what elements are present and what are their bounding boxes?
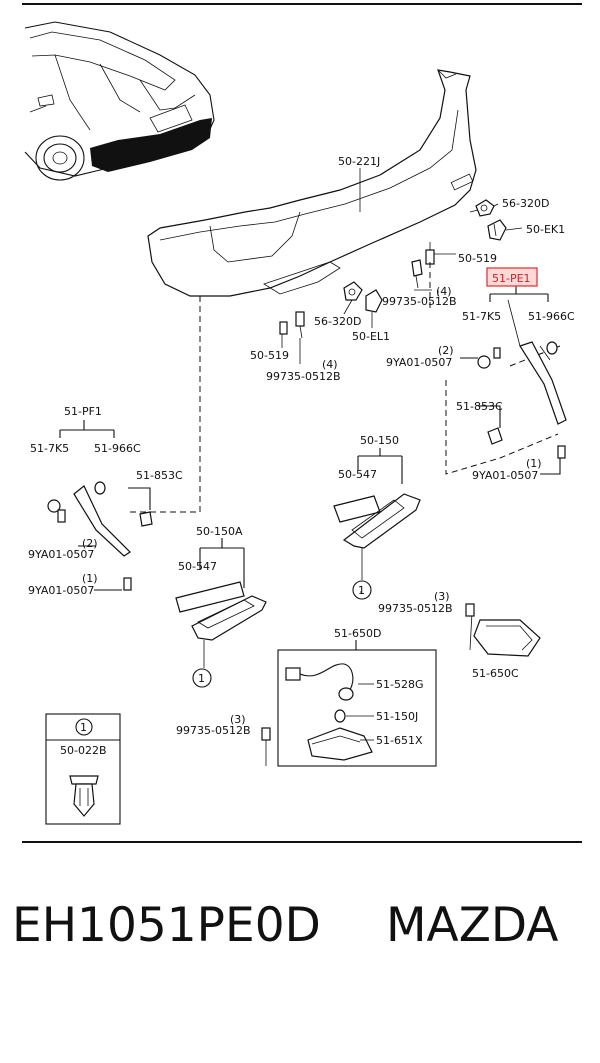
label-bracket-150a: 50-150A — [196, 525, 243, 538]
parts-diagram: 50-221J 56-320D 50-EK1 50-519 51-PE1 51-… — [22, 3, 582, 843]
car-thumbnail — [24, 21, 215, 181]
strip-51-pf1-left — [47, 420, 201, 591]
label-bumper: 50-221J — [338, 155, 380, 168]
bracket-56-320d-left-shape — [343, 281, 363, 301]
label-detail-callout: 1 — [80, 721, 87, 734]
label-screw-7k5-right: 51-7K5 — [462, 310, 501, 323]
label-screw-99735-left: 99735-0512B — [266, 370, 341, 383]
bracket-50-150-group — [333, 448, 421, 600]
leader-lines — [281, 168, 523, 593]
label-left-group: 51-PF1 — [64, 405, 102, 418]
label-screw-99735-lamp-left: 99735-0512B — [176, 724, 251, 737]
label-bolt-9ya-right-lower: 9YA01-0507 — [472, 469, 538, 482]
label-qty-9ya-left-lower: (1) — [82, 572, 98, 585]
bracket-50-150a-group — [175, 538, 267, 688]
clip-50-ek1-shape — [487, 219, 507, 241]
label-clip-right-upper: 50-EK1 — [526, 223, 565, 236]
screw-left-shapes — [279, 311, 305, 339]
label-nut-853c-right: 51-853C — [456, 400, 503, 413]
label-fastener-detail: 50-022B — [60, 744, 107, 757]
label-qty-9ya-left-upper: (2) — [82, 537, 98, 550]
strip-51-pe1-right — [507, 299, 567, 425]
screw-50-519-right-shape — [425, 242, 435, 265]
right-bracket-lines — [460, 286, 561, 475]
highlight-box — [486, 267, 538, 287]
label-qty-9ya-right-upper: (2) — [438, 344, 454, 357]
label-cover-966c-right: 51-966C — [528, 310, 575, 323]
label-harness: 51-528G — [376, 678, 424, 691]
rear-bumper — [147, 69, 477, 297]
label-qty-99735-center: (4) — [436, 285, 452, 298]
fastener-detail-box — [45, 713, 121, 825]
label-callout-right: 1 — [358, 584, 365, 597]
lamp-51-650d-box — [261, 640, 437, 767]
label-screw-left: 50-519 — [250, 349, 289, 362]
label-screw-99735-lamp-right: 99735-0512B — [378, 602, 453, 615]
label-pad-547-right: 50-547 — [338, 468, 377, 481]
label-screw-right: 50-519 — [458, 252, 497, 265]
label-screw-99735-center: 99735-0512B — [382, 295, 457, 308]
label-bracket-150: 50-150 — [360, 434, 399, 447]
label-highlighted-part: 51-PE1 — [492, 272, 531, 285]
caption-brand: MAZDA — [386, 898, 559, 953]
label-callout-left: 1 — [198, 672, 205, 685]
label-bolt-9ya-left-lower: 9YA01-0507 — [28, 584, 94, 597]
lamp-51-650c-shape — [465, 603, 541, 657]
label-bolt-9ya-left-upper: 9YA01-0507 — [28, 548, 94, 561]
caption-part-number: EH1051PE0D — [12, 898, 321, 953]
label-cover-966c-left: 51-966C — [94, 442, 141, 455]
label-lamp-left-assy: 51-650D — [334, 627, 381, 640]
label-pad-547-left: 50-547 — [178, 560, 217, 573]
label-screw-7k5-left: 51-7K5 — [30, 442, 69, 455]
right-small-parts — [477, 341, 566, 459]
label-clip-left-upper: 50-EL1 — [352, 330, 390, 343]
label-nut-853c-left: 51-853C — [136, 469, 183, 482]
bracket-56-320d-right-shape — [469, 199, 495, 217]
label-qty-9ya-right-lower: (1) — [526, 457, 542, 470]
label-lamp-right: 51-650C — [472, 667, 519, 680]
screw-99735-center-shape — [411, 259, 423, 289]
label-qty-99735-left: (4) — [322, 358, 338, 371]
caption: EH1051PE0D MAZDA — [0, 898, 600, 968]
label-qty-99735-lamp-left: (3) — [230, 713, 246, 726]
clip-50-el1-shape — [365, 289, 383, 313]
label-qty-99735-lamp-right: (3) — [434, 590, 450, 603]
label-lamp-left: 51-651X — [376, 734, 423, 747]
label-bracket-right-upper: 56-320D — [502, 197, 549, 210]
label-bulb: 51-150J — [376, 710, 418, 723]
label-bolt-9ya-right-upper: 9YA01-0507 — [386, 356, 452, 369]
label-bracket-left-upper: 56-320D — [314, 315, 361, 328]
